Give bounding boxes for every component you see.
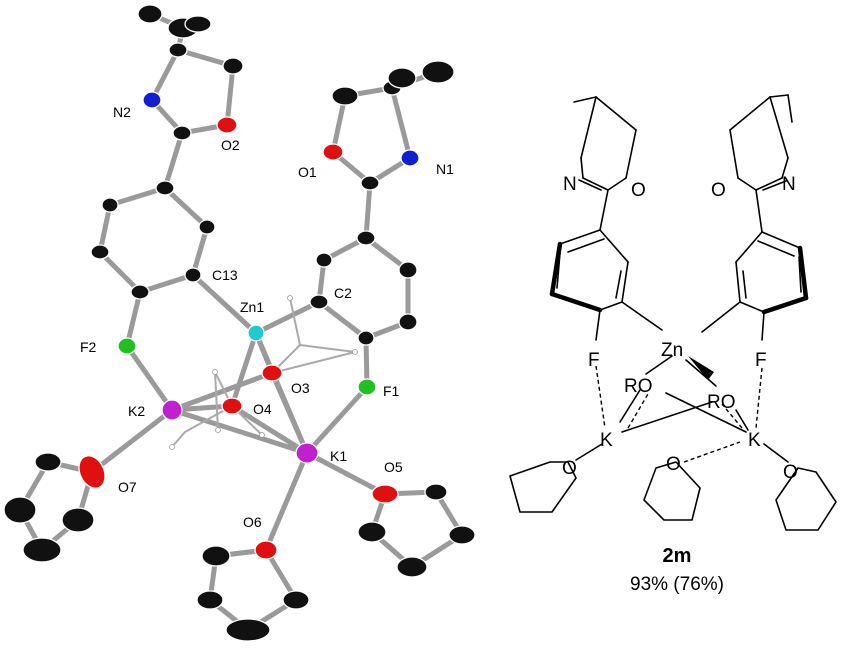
hydrogen-atoms [169, 295, 358, 450]
scheme-ro-right: RO [707, 392, 736, 413]
atom-f1 [357, 378, 377, 396]
atom-k1 [295, 442, 319, 464]
scheme-f-right: F [755, 350, 767, 371]
atom-o5 [371, 484, 399, 504]
label-f2: F2 [80, 339, 97, 355]
scheme-thf-o-mid: O [666, 454, 681, 475]
label-o4: O4 [253, 401, 272, 417]
atom-o7 [78, 455, 106, 489]
bond-network [17, 11, 465, 633]
label-o1: O1 [298, 164, 317, 180]
crystal-structure: N2 O2 O1 N1 C13 C2 Zn1 F2 F1 O3 O4 K2 K1… [3, 4, 476, 642]
scheme-ro-left: RO [624, 376, 653, 397]
label-k2: K2 [128, 403, 145, 419]
heteroatoms [78, 91, 420, 560]
label-o2: O2 [221, 137, 240, 153]
scheme-thf-o-right: O [783, 462, 798, 483]
label-n1: N1 [436, 161, 454, 177]
atom-o2 [216, 116, 238, 134]
carbon-atoms [3, 4, 476, 642]
label-n2: N2 [113, 104, 131, 120]
atom-o4 [221, 397, 243, 415]
label-c13: C13 [212, 267, 238, 283]
scheme-n-left: N [563, 174, 577, 195]
atom-o6 [254, 540, 278, 560]
scheme-k-left: K [600, 430, 613, 451]
atom-k2 [161, 399, 183, 421]
label-c2: C2 [334, 285, 352, 301]
atom-o3 [261, 364, 283, 382]
scheme-o-left: O [631, 180, 646, 201]
scheme-bonds [509, 94, 837, 531]
label-f1: F1 [383, 383, 400, 399]
scheme-n-right: N [782, 174, 796, 195]
scheme-f-left: F [588, 350, 600, 371]
atom-o1 [322, 143, 344, 161]
label-k1: K1 [330, 448, 347, 464]
scheme-atom-labels: N O O N F F Zn RO RO K K O O O [562, 174, 798, 483]
compound-label: 2m [663, 545, 692, 567]
chemical-scheme: N O O N F F Zn RO RO K K O O O 2m 93% (7… [509, 94, 837, 595]
yield-text: 93% (76%) [630, 574, 724, 595]
atom-zn1 [247, 324, 265, 342]
label-zn1: Zn1 [240, 299, 264, 315]
atom-n1 [400, 149, 420, 167]
atom-f2 [117, 337, 137, 355]
atom-n2 [142, 91, 162, 109]
label-o5: O5 [384, 459, 403, 475]
label-o6: O6 [243, 514, 262, 530]
scheme-k-right: K [748, 430, 761, 451]
scheme-o-right: O [711, 180, 726, 201]
atom-labels: N2 O2 O1 N1 C13 C2 Zn1 F2 F1 O3 O4 K2 K1… [80, 104, 454, 530]
label-o3: O3 [291, 380, 310, 396]
label-o7: O7 [118, 479, 137, 495]
scheme-zn: Zn [661, 340, 683, 361]
scheme-thf-o-left: O [562, 458, 577, 479]
